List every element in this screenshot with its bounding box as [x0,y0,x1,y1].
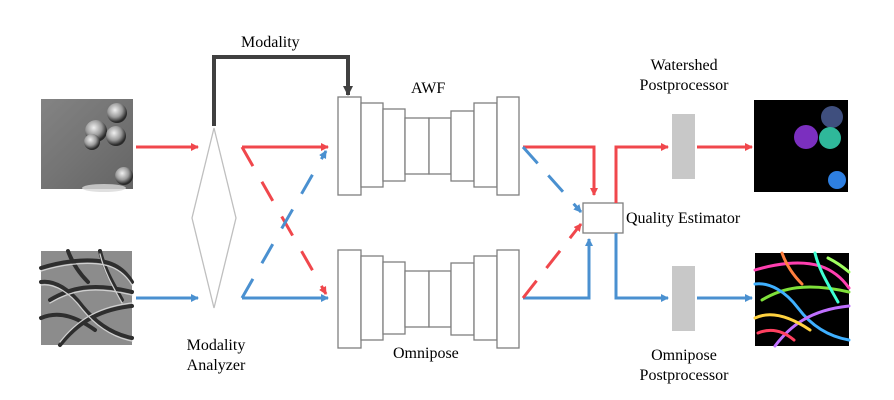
quality-estimator-box [582,202,624,234]
modality-analyzer-line1: Modality [186,337,246,354]
quality-estimator-label: Quality Estimator [626,210,741,227]
output-image-watershed [754,100,848,192]
omnipose-network [337,249,520,349]
networks-to-estimator-arrows [521,145,598,300]
watershed-postprocessor-block [672,114,695,179]
awf-network [337,96,520,196]
omnipose-postprocessor-line1: Omnipose [651,347,717,364]
omnipose-network-label: Omnipose [393,345,459,362]
modality-label: Modality [241,34,300,51]
omnipose-postprocessor-label: Omnipose Postprocessor [624,346,744,386]
analyzer-to-networks-arrows [240,143,329,302]
input-image-bacteria [39,249,134,347]
omnipose-postprocessor-block [672,266,695,331]
awf-label: AWF [411,80,446,97]
modality-analyzer-label: Modality Analyzer [166,336,266,376]
watershed-postprocessor-line1: Watershed [650,57,718,74]
watershed-postprocessor-label: Watershed Postprocessor [624,56,744,96]
input-image-cells [41,99,133,192]
modality-analyzer-line2: Analyzer [186,357,246,374]
estimator-to-postprocessor-arrows [614,143,669,302]
watershed-postprocessor-line2: Postprocessor [639,77,729,94]
output-image-omnipose [753,251,851,348]
omnipose-postprocessor-line2: Postprocessor [639,367,729,384]
modality-analyzer-shape [191,127,237,309]
modality-arrow [212,55,353,126]
